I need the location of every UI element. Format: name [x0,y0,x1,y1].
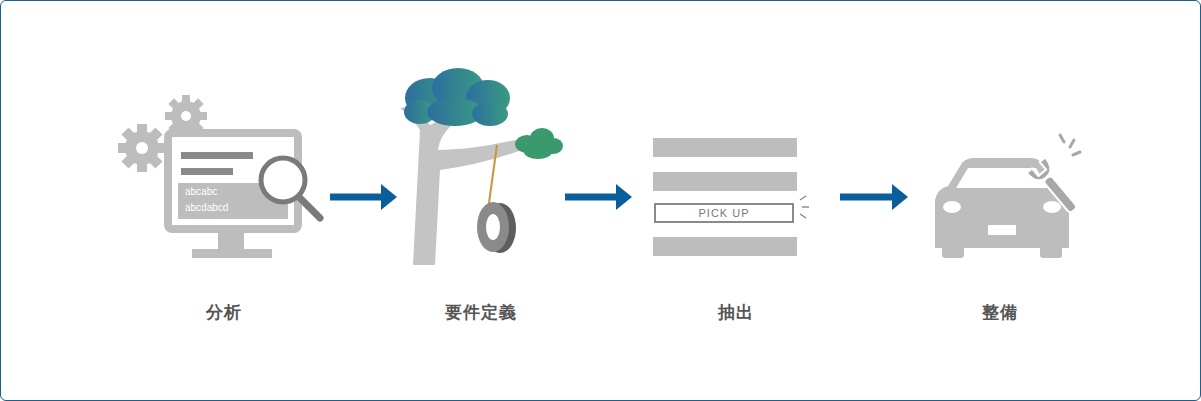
monitor-icon [168,133,320,258]
step-caption: 抽出 [632,301,840,324]
list-icon [653,138,809,256]
step-caption: 要件定義 [397,301,565,324]
process-step: 要件定義 [397,95,565,340]
step-caption: 分析 [118,301,330,324]
flow-arrow [330,184,397,210]
tree-swing-icon [400,68,563,265]
screen-text: abcabc [185,186,217,197]
step-caption: 整備 [908,301,1092,324]
screen-text: abcdabcd [185,202,228,213]
pickup-text: PICK UP [655,205,793,222]
process-step: 整備 [908,95,1092,340]
flow-arrow [840,184,908,210]
car-repair-icon [935,135,1083,258]
flow-arrow [565,184,632,210]
process-step: 分析 [118,95,330,340]
